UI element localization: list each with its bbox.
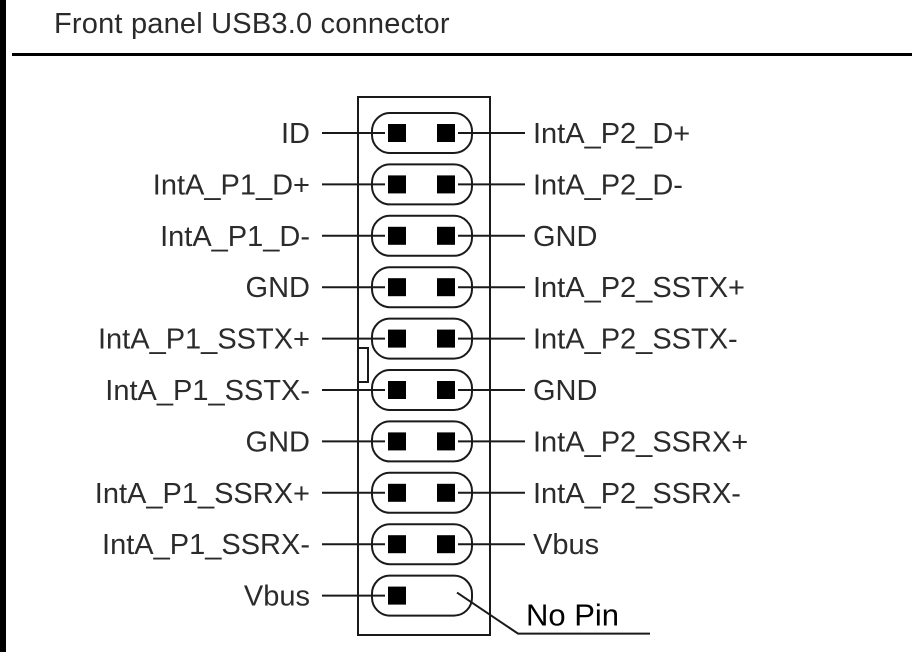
left-pin [388, 381, 406, 399]
left-pin-label: IntA_P1_SSTX- [105, 375, 310, 407]
right-pin-label: IntA_P2_D- [533, 169, 683, 201]
left-pin [388, 586, 406, 605]
left-pin-label: IntA_P1_D+ [153, 169, 310, 201]
right-pin [437, 278, 455, 297]
right-pin-label: IntA_P2_SSRX+ [533, 426, 748, 458]
pin-cell [371, 471, 473, 514]
pin-cell [371, 214, 473, 257]
pin-cell [371, 523, 473, 566]
right-pin [437, 483, 455, 502]
pin-cell [371, 369, 473, 411]
left-pin [388, 278, 406, 297]
right-pin-label: GND [533, 221, 597, 253]
left-pin-label: ID [281, 118, 310, 150]
no-pin-callout-line [456, 591, 650, 635]
left-pin-label: IntA_P1_SSRX- [102, 529, 310, 561]
pin-cell [371, 574, 473, 617]
pin-cell [371, 266, 473, 309]
no-pin-label: No Pin [526, 598, 619, 633]
right-pin-label: Vbus [533, 529, 599, 561]
polarization-key [358, 347, 369, 383]
right-pin-label: IntA_P2_SSRX- [533, 478, 741, 510]
left-pin [388, 226, 406, 245]
left-pin-label: IntA_P1_SSTX+ [98, 324, 310, 356]
left-pin-label: GND [246, 426, 310, 458]
right-pin [437, 535, 455, 554]
left-pin-label: GND [246, 272, 310, 304]
pin-cell [371, 317, 473, 360]
left-pin [388, 329, 406, 348]
diagram-title: Front panel USB3.0 connector [54, 8, 450, 40]
right-pin [437, 124, 455, 142]
left-pin-label: Vbus [244, 581, 310, 613]
right-pin [437, 175, 455, 194]
right-pin-label: IntA_P2_D+ [533, 118, 690, 150]
right-pin [437, 329, 455, 348]
left-pin [388, 175, 406, 194]
left-pin [388, 483, 406, 502]
left-pin [388, 432, 406, 451]
right-pin [437, 381, 455, 399]
right-pin-label: IntA_P2_SSTX+ [533, 272, 745, 304]
left-pin [388, 124, 406, 142]
right-pin [437, 432, 455, 451]
right-pin-label: IntA_P2_SSTX- [533, 324, 738, 356]
left-pin-label: IntA_P1_SSRX+ [95, 478, 310, 510]
pin-cell [371, 112, 473, 154]
pin-cell [371, 163, 473, 206]
title-bar: Front panel USB3.0 connector [12, 0, 912, 56]
left-pin-label: IntA_P1_D- [160, 221, 310, 253]
pin-cell [371, 420, 473, 463]
right-pin-label: GND [533, 375, 597, 407]
left-pin [388, 535, 406, 554]
connector-housing [357, 96, 491, 636]
right-pin [437, 226, 455, 245]
